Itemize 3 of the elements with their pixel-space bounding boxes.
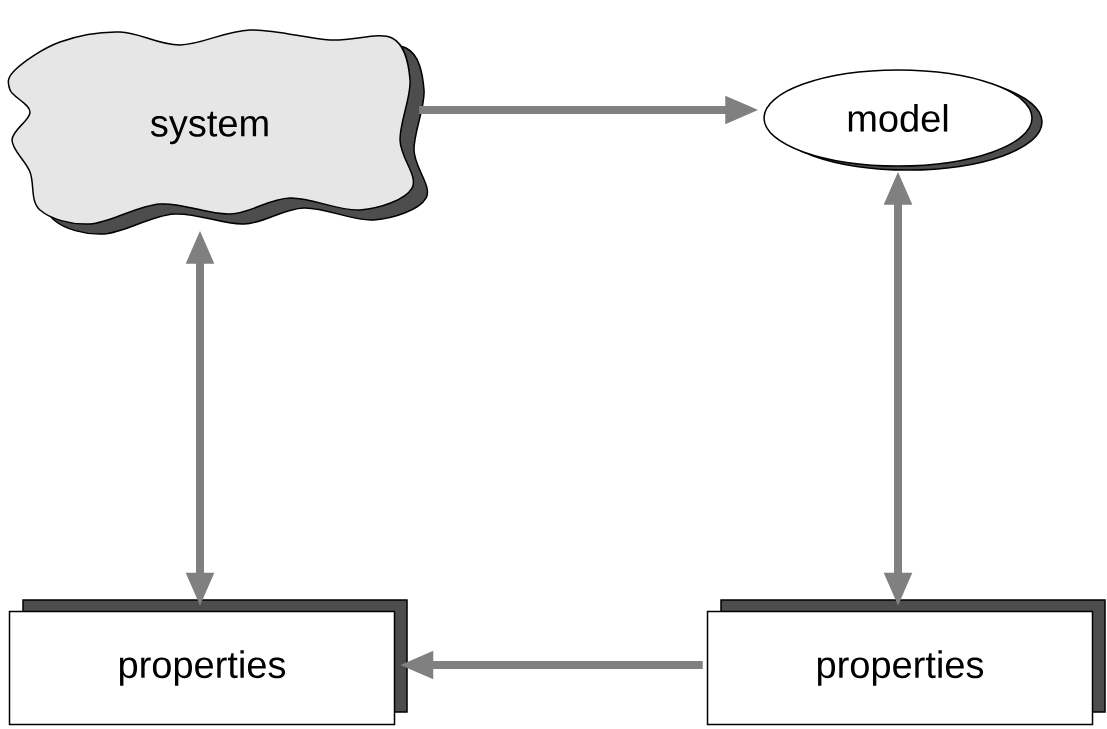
process-box: properties: [706, 599, 1106, 726]
process-box: properties: [8, 599, 408, 726]
ellipse-node: model: [763, 69, 1043, 171]
